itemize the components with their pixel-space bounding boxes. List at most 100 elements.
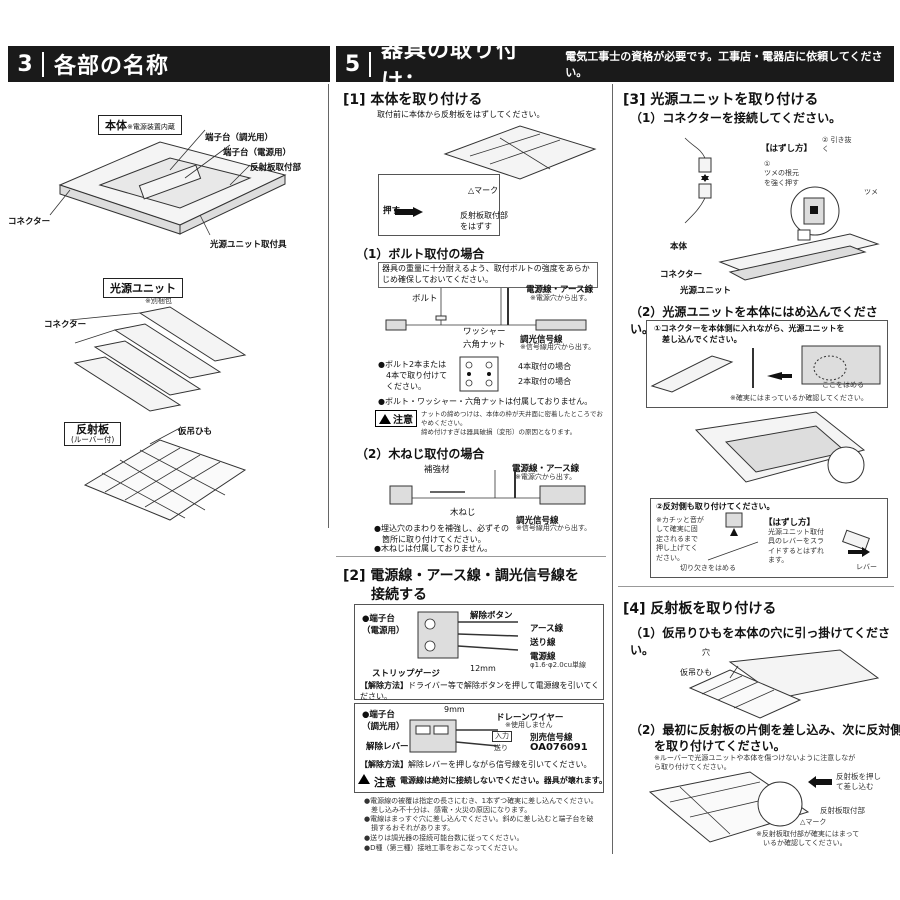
wiring-note: ●電源線の被覆は指定の長さにむき、1本ずつ確実に差し込んでください。 差し込み不… xyxy=(364,797,598,815)
wiring-note: ●D種（第三種）接地工事をおこなってください。 xyxy=(364,844,522,852)
wood-diagram xyxy=(389,470,586,505)
four-bolt-label: 4本取付の場合 xyxy=(518,362,572,371)
part-label: 光源ユニット取付具 xyxy=(210,240,287,250)
louver-note: ※ルーバーで光源ユニットや本体を傷つけないように注意しなが ら取り付けてください… xyxy=(654,754,856,772)
drain-label: ドレーンワイヤー xyxy=(496,713,564,723)
section-5-header: 5 器具の取り付け： 電気工事士の資格が必要です。工事店・電器店に依頼してくださ… xyxy=(336,38,894,95)
click-illustration xyxy=(707,512,759,561)
section-divider xyxy=(618,586,894,587)
wood-note: ●木ねじは付属しておりません。 xyxy=(374,544,493,553)
step2-title: [2] 電源線・アース線・調光信号線を 接続する xyxy=(343,568,579,603)
push-arrow xyxy=(808,776,832,788)
section-3-header: 3 各部の名称 xyxy=(8,46,330,82)
step-a-text: ①コネクターを本体側に入れながら、光源ユニットを 差し込んでください。 xyxy=(654,324,845,344)
column-divider xyxy=(612,84,613,854)
hang-illustration xyxy=(688,649,880,719)
part-label: コネクター xyxy=(8,217,51,227)
release-method: 【解除方法】ドライバー等で解除ボタンを押して電源線を引いてください。 xyxy=(360,681,600,701)
step3-sub1: （1）コネクターを接続してください。 xyxy=(630,111,842,125)
body-label: 本体※電源装置内蔵 xyxy=(98,115,182,135)
dim-length-label: 9mm xyxy=(444,705,465,714)
part-label: 端子台（調光用） xyxy=(205,133,274,143)
power-terminal-diagram xyxy=(417,611,519,659)
input-label: 入力 xyxy=(492,731,512,743)
connector-label: コネクター xyxy=(660,270,703,280)
fit-frame xyxy=(646,320,888,408)
remove-how-label: 【はずし方】 xyxy=(764,518,816,528)
lever-label: レバー xyxy=(856,563,877,571)
lever-label: 解除レバー xyxy=(366,742,409,752)
section-title: 器具の取り付け： xyxy=(380,38,519,95)
spec-label: φ1.6·φ2.0cu単線 xyxy=(530,661,587,669)
body-illustration xyxy=(49,129,287,236)
mark-label: △マーク xyxy=(468,186,499,195)
caution-badge: 注意 xyxy=(375,410,417,427)
bolt-label: ボルト xyxy=(412,294,438,304)
push-arrow xyxy=(395,207,423,217)
hole-label: 穴 xyxy=(702,648,710,657)
section-subtitle: 電気工事士の資格が必要です。工事店・電器店に依頼してください。 xyxy=(565,50,883,79)
light-unit-illustration xyxy=(69,306,247,412)
light-unit-note: ※別梱包 xyxy=(145,297,172,305)
step4-sub2: （2）最初に反射板の片側を差し込み、次に反対側 を取り付けてください。 xyxy=(630,723,900,754)
bolt-caution: 注意 ナットの締めつけは、本体の枠が天井面に密着したところでおやめください。 締… xyxy=(375,410,607,436)
mark-label: △マーク xyxy=(800,818,827,826)
power-terminal-frame xyxy=(354,604,604,700)
click-note: ※カチッと音が して確実に固 定されるまで 押し上げてく ださい。 xyxy=(656,516,704,562)
step4-title: [4] 反射板を取り付ける xyxy=(623,601,777,617)
body-label: 本体 xyxy=(670,242,688,252)
push-label: 反射板を押し て差し込む xyxy=(836,772,881,792)
step3-sub2: （2）光源ユニットを本体にはめ込んでください。 xyxy=(630,305,878,336)
dim-caution: 注意 電源線は絶対に接続しないでください。器具が壊れます。 xyxy=(358,774,607,790)
notch-label: 切り欠きをはめる xyxy=(680,564,736,572)
unit-label: 光源ユニット xyxy=(680,286,732,296)
out-label: 送り xyxy=(494,744,508,752)
dim-label: 調光信号線 xyxy=(516,516,559,526)
bolt-diagram xyxy=(385,288,587,331)
dim-note: ※信号線用穴から出す。 xyxy=(520,343,596,351)
opposite-frame xyxy=(650,498,888,578)
lever-illustration xyxy=(842,529,870,557)
fit-here-label: ここをはめる xyxy=(822,381,864,389)
bolt-note: 器具の重量に十分耐えるよう、取付ボルトの強度をあらかじめ確保しておいてください。 xyxy=(378,262,598,288)
caution-label: 注意 xyxy=(374,776,396,789)
claw-detail xyxy=(790,186,840,241)
power-note: ※電源穴から出す。 xyxy=(515,473,577,481)
remove-label: 反射板取付部 をはずす xyxy=(460,211,508,231)
two-bolt-label: 2本取付の場合 xyxy=(518,377,572,386)
step1-intro: 取付前に本体から反射板をはずしてください。 xyxy=(377,110,545,119)
release-button-label: 解除ボタン xyxy=(470,611,513,621)
reflector-label: 反射板 (ルーバー付) xyxy=(64,422,122,447)
fit-illustration xyxy=(650,345,881,393)
section-title: 各部の名称 xyxy=(54,54,170,79)
excluded-note: ●ボルト・ワッシャー・六角ナットは付属しておりません。 xyxy=(378,397,593,406)
part-label: 反射板取付部 xyxy=(820,806,865,815)
remove-how-label: 【はずし方】 xyxy=(761,144,813,154)
drain-note: ※使用しません xyxy=(505,721,553,729)
bolt-pattern xyxy=(459,356,499,392)
unit-install-illustration xyxy=(694,411,866,484)
wiring-note: ●電線はまっすぐ穴に差し込んでください。斜めに差し込むと端子台を破 損するおそれ… xyxy=(364,815,594,833)
power-label: 電源線・アース線 xyxy=(512,464,580,474)
section-divider xyxy=(336,556,606,557)
caution-text: ナットの締めつけは、本体の枠が天井面に密着したところでおやめください。 締め付け… xyxy=(421,410,603,436)
part-label: 反射板取付部 xyxy=(250,163,302,173)
pull-label: ② 引き抜く xyxy=(822,136,852,154)
bolt-count-note: ●ボルト2本または 4本で取り付けて ください。 xyxy=(378,360,448,391)
wood-note: ●埋込穴のまわりを補強し、必ずその 箇所に取り付けてください。 xyxy=(374,524,509,544)
step1-title: [1] 本体を取り付ける xyxy=(343,92,483,108)
wood-title: （2）木ねじ取付の場合 xyxy=(356,447,485,461)
body-connector-illustration xyxy=(718,233,880,281)
press-label: ① ツメの根元 を強く押す xyxy=(764,160,799,187)
power-note: ※電源穴から出す。 xyxy=(530,294,592,302)
insert-illustration xyxy=(648,771,810,843)
power-wire-label: 電源線 xyxy=(530,652,556,662)
signal-label: 別売信号線 xyxy=(530,733,573,743)
push-label: 押す xyxy=(383,206,401,216)
step4-sub1: （1）仮吊りひもを本体の穴に引っ掛けてください。 xyxy=(630,626,890,657)
dim-terminal-frame xyxy=(354,703,604,793)
power-label: 電源線・アース線 xyxy=(526,285,594,295)
step-b-text: ②反対側も取り付けてください。 xyxy=(656,502,775,511)
dim-note: ※信号線用穴から出す。 xyxy=(516,524,592,532)
reflector-illustration xyxy=(83,427,247,521)
